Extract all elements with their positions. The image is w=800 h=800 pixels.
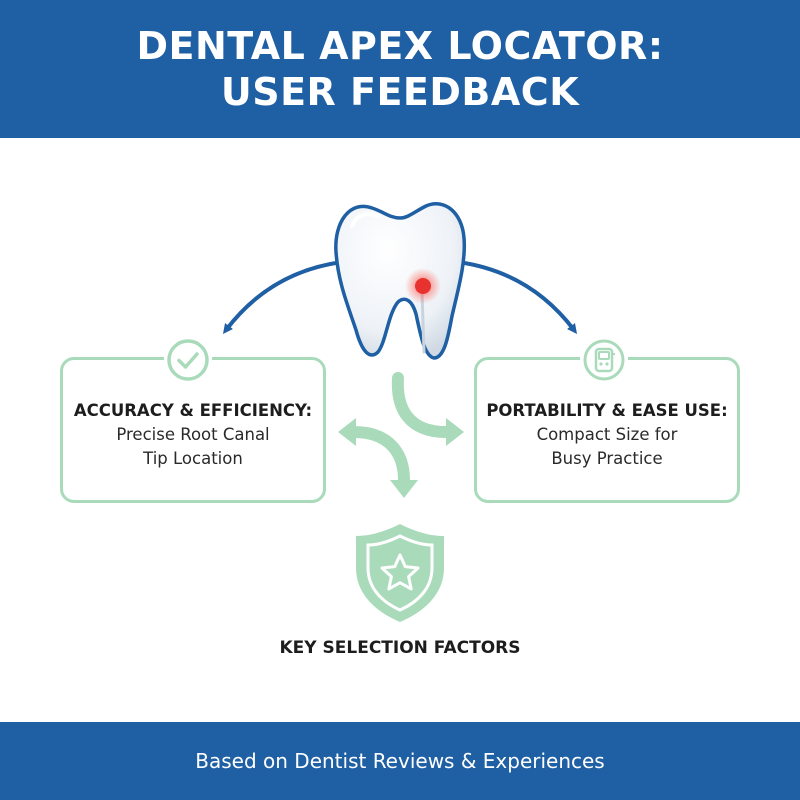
apex-locator-device-icon [580, 336, 628, 384]
shield-star-icon [356, 524, 444, 622]
page-title-line-1: DENTAL APEX LOCATOR: [136, 24, 664, 68]
tooth-icon [334, 202, 467, 360]
arrow-to-accuracy-card [222, 260, 343, 334]
key-selection-factors-label: KEY SELECTION FACTORS [279, 638, 521, 658]
cycle-arrowhead-down [390, 480, 418, 498]
portability-card-title: PORTABILITY & EASE USE: [486, 401, 728, 420]
accuracy-card-desc-line-2: Tip Location [143, 449, 243, 468]
accuracy-card-desc-line-1: Precise Root Canal [116, 425, 270, 444]
check-circle-icon [164, 336, 212, 384]
portability-card-desc-line-1: Compact Size for [536, 425, 678, 444]
cycle-arrowhead-left [338, 418, 356, 446]
apex-marker [415, 278, 431, 294]
footer-banner: Based on Dentist Reviews & Experiences [0, 722, 800, 800]
cycle-arrowhead-right [446, 418, 464, 446]
footer-text: Based on Dentist Reviews & Experiences [195, 749, 605, 773]
page-title-line-2: USER FEEDBACK [220, 70, 580, 114]
accuracy-card-title: ACCURACY & EFFICIENCY: [73, 401, 313, 420]
portability-card-desc-line-2: Busy Practice [551, 449, 663, 468]
header-banner: DENTAL APEX LOCATOR: USER FEEDBACK [0, 0, 800, 138]
arrow-to-portability-card [457, 260, 578, 334]
cycle-arrows-icon [348, 372, 452, 486]
